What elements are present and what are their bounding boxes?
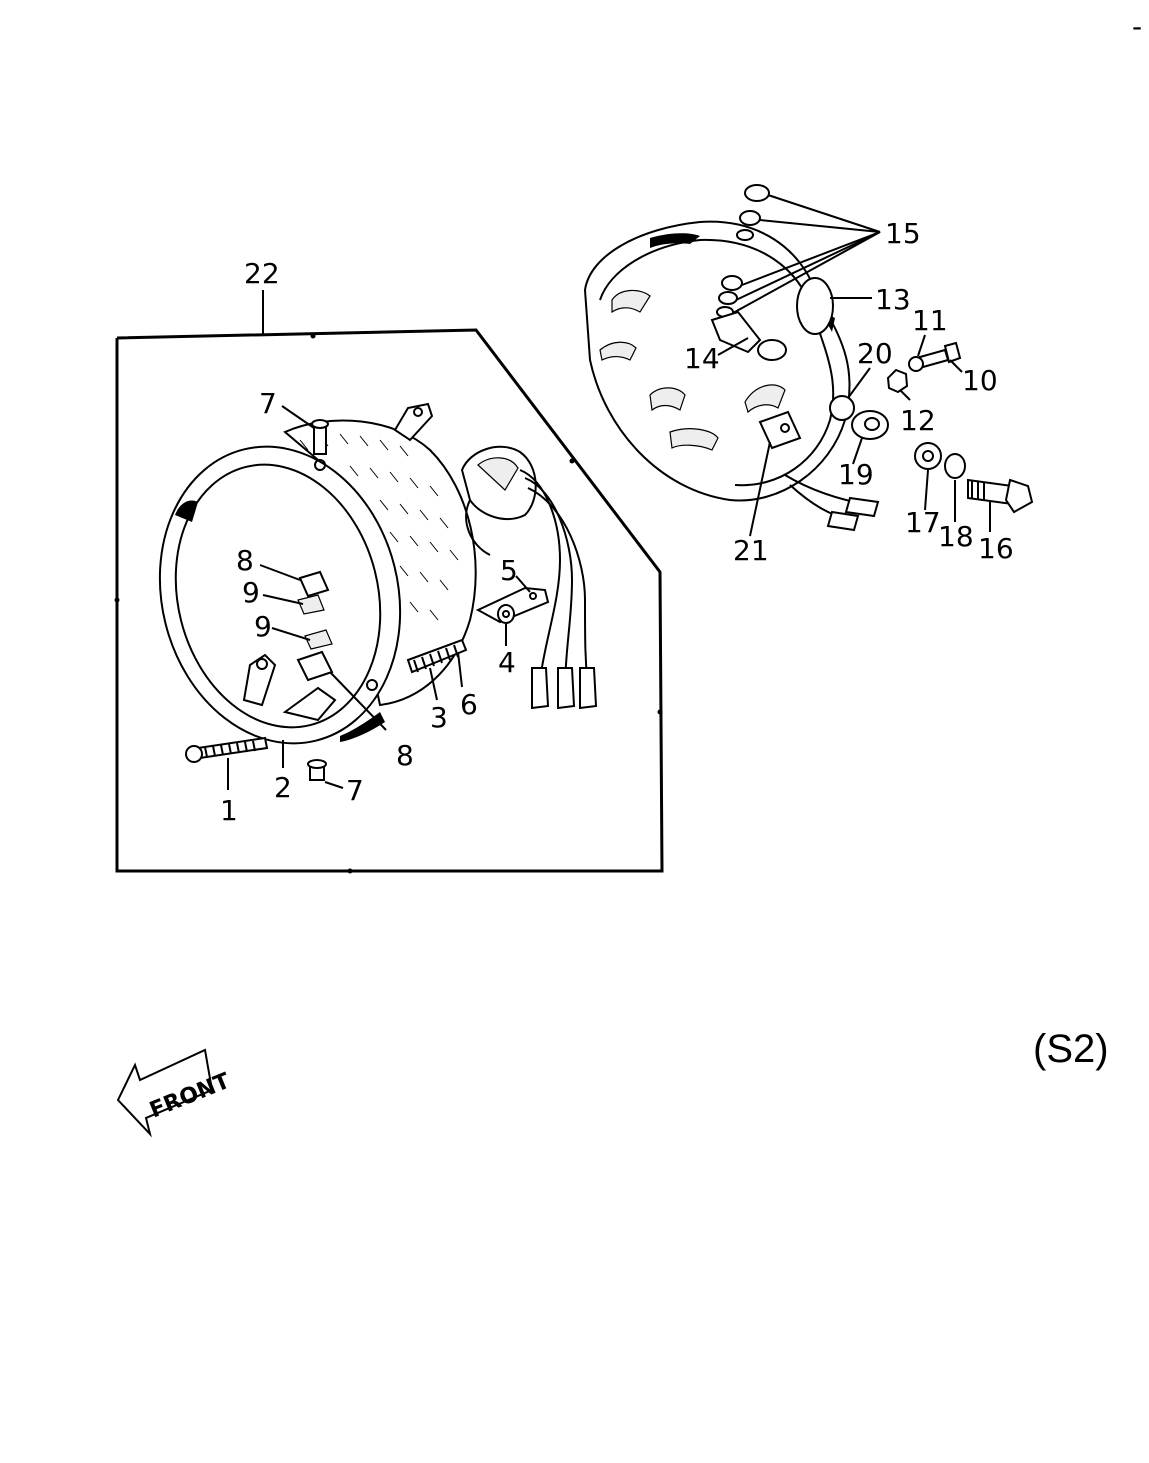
callout-20: 20	[857, 337, 893, 370]
callout-6: 6	[460, 688, 478, 721]
callout-18: 18	[938, 520, 974, 553]
callout-9-upper: 9	[242, 576, 260, 609]
callout-16: 16	[978, 532, 1014, 565]
adjuster-spring	[406, 638, 468, 674]
callout-2: 2	[274, 771, 292, 804]
callout-7-bottom: 7	[346, 774, 364, 807]
corner-mark: -	[1132, 10, 1142, 43]
callout-17: 17	[905, 506, 941, 539]
callout-1: 1	[220, 794, 238, 827]
callout-15: 15	[885, 217, 921, 250]
callout-labels: 22 7 8 9 9 8 1 2 7 3 6 4 5 15 13 14 20 1…	[220, 217, 1014, 827]
leader-lines	[227, 194, 991, 790]
callout-4: 4	[498, 646, 516, 679]
callout-7-top: 7	[259, 387, 277, 420]
headlight-housing	[583, 184, 1034, 532]
callout-22: 22	[244, 257, 280, 290]
callout-8-lower: 8	[396, 739, 414, 772]
callout-13: 13	[875, 283, 911, 316]
callout-5: 5	[500, 554, 518, 587]
callout-12: 12	[900, 404, 936, 437]
callout-14: 14	[684, 342, 720, 375]
assembly-boundary	[115, 328, 664, 873]
callout-11: 11	[912, 304, 948, 337]
callout-8-upper: 8	[236, 544, 254, 577]
mounting-bolt-16	[967, 478, 1034, 514]
headlight-unit	[158, 402, 598, 781]
assembly-22-group	[114, 290, 664, 874]
callout-10: 10	[962, 364, 998, 397]
callout-9-lower: 9	[254, 610, 272, 643]
edition-code: (S2)	[1033, 1027, 1109, 1071]
headlight-rim	[158, 445, 402, 745]
front-arrow: FRONT	[116, 1048, 234, 1138]
callout-3: 3	[430, 701, 448, 734]
rim-screw	[185, 736, 269, 763]
callout-19: 19	[838, 458, 874, 491]
washer-4	[497, 604, 515, 624]
callout-21: 21	[733, 534, 769, 567]
screws-15	[716, 184, 770, 318]
